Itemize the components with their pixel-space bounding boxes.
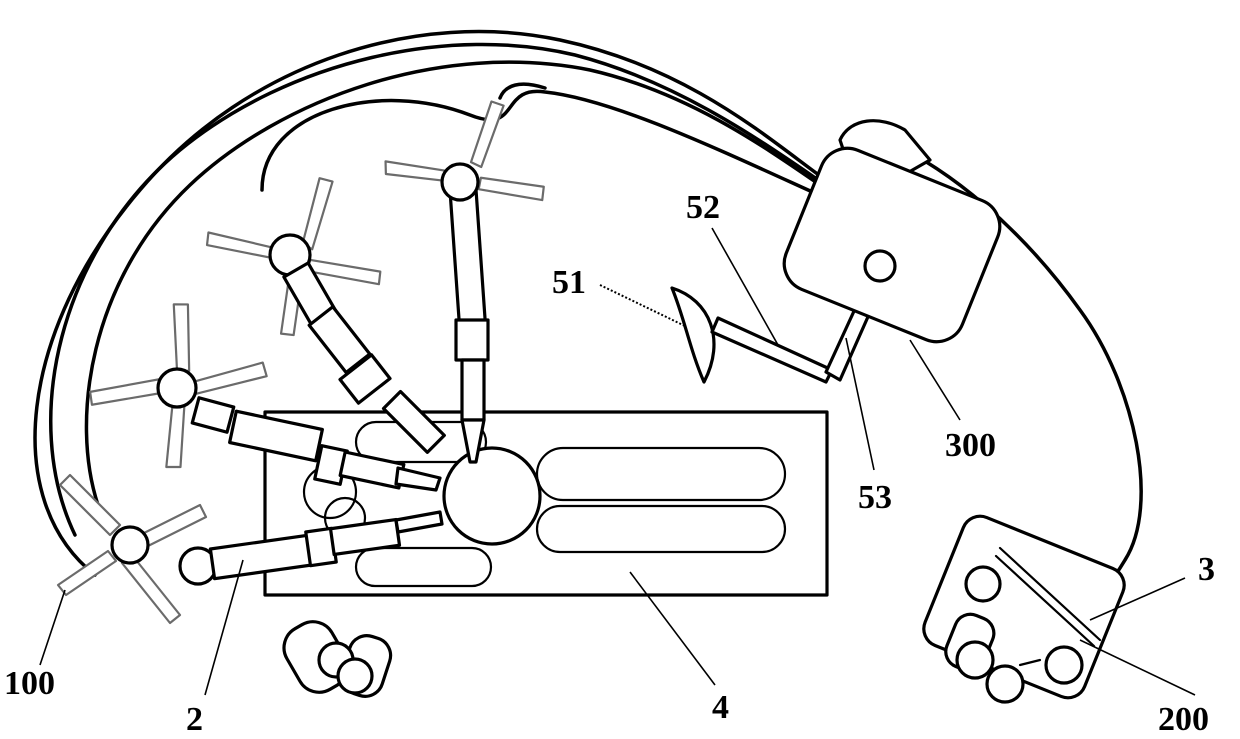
loose-instruments	[276, 614, 395, 701]
label-2: 2	[186, 701, 203, 738]
cart-wheel-3	[957, 642, 993, 678]
cable-inner	[262, 91, 848, 208]
cart-wheel-2	[1046, 647, 1082, 683]
cart-wheel-4	[987, 666, 1023, 702]
console-hand-controller	[865, 251, 895, 281]
cart-wheel-1	[966, 567, 1000, 601]
leader-200	[1080, 640, 1195, 695]
console-body	[776, 140, 1008, 350]
label-52: 52	[686, 189, 720, 226]
label-53: 53	[858, 479, 892, 516]
label-300: 300	[945, 427, 996, 464]
patient-port-sphere	[444, 448, 540, 544]
label-3: 3	[1198, 551, 1215, 588]
leader-53	[846, 338, 874, 470]
endoscope-lens-51	[672, 288, 714, 382]
cart-body	[918, 511, 1129, 703]
endoscope-rod-52	[712, 318, 832, 382]
label-100: 100	[4, 665, 55, 702]
label-51: 51	[552, 264, 586, 301]
leader-300	[910, 340, 960, 420]
vision-cart	[918, 511, 1129, 703]
surgeon-console	[776, 121, 1008, 350]
leader-100	[40, 590, 65, 665]
label-200: 200	[1158, 701, 1209, 738]
label-4: 4	[712, 689, 729, 726]
operating-table	[265, 412, 827, 595]
